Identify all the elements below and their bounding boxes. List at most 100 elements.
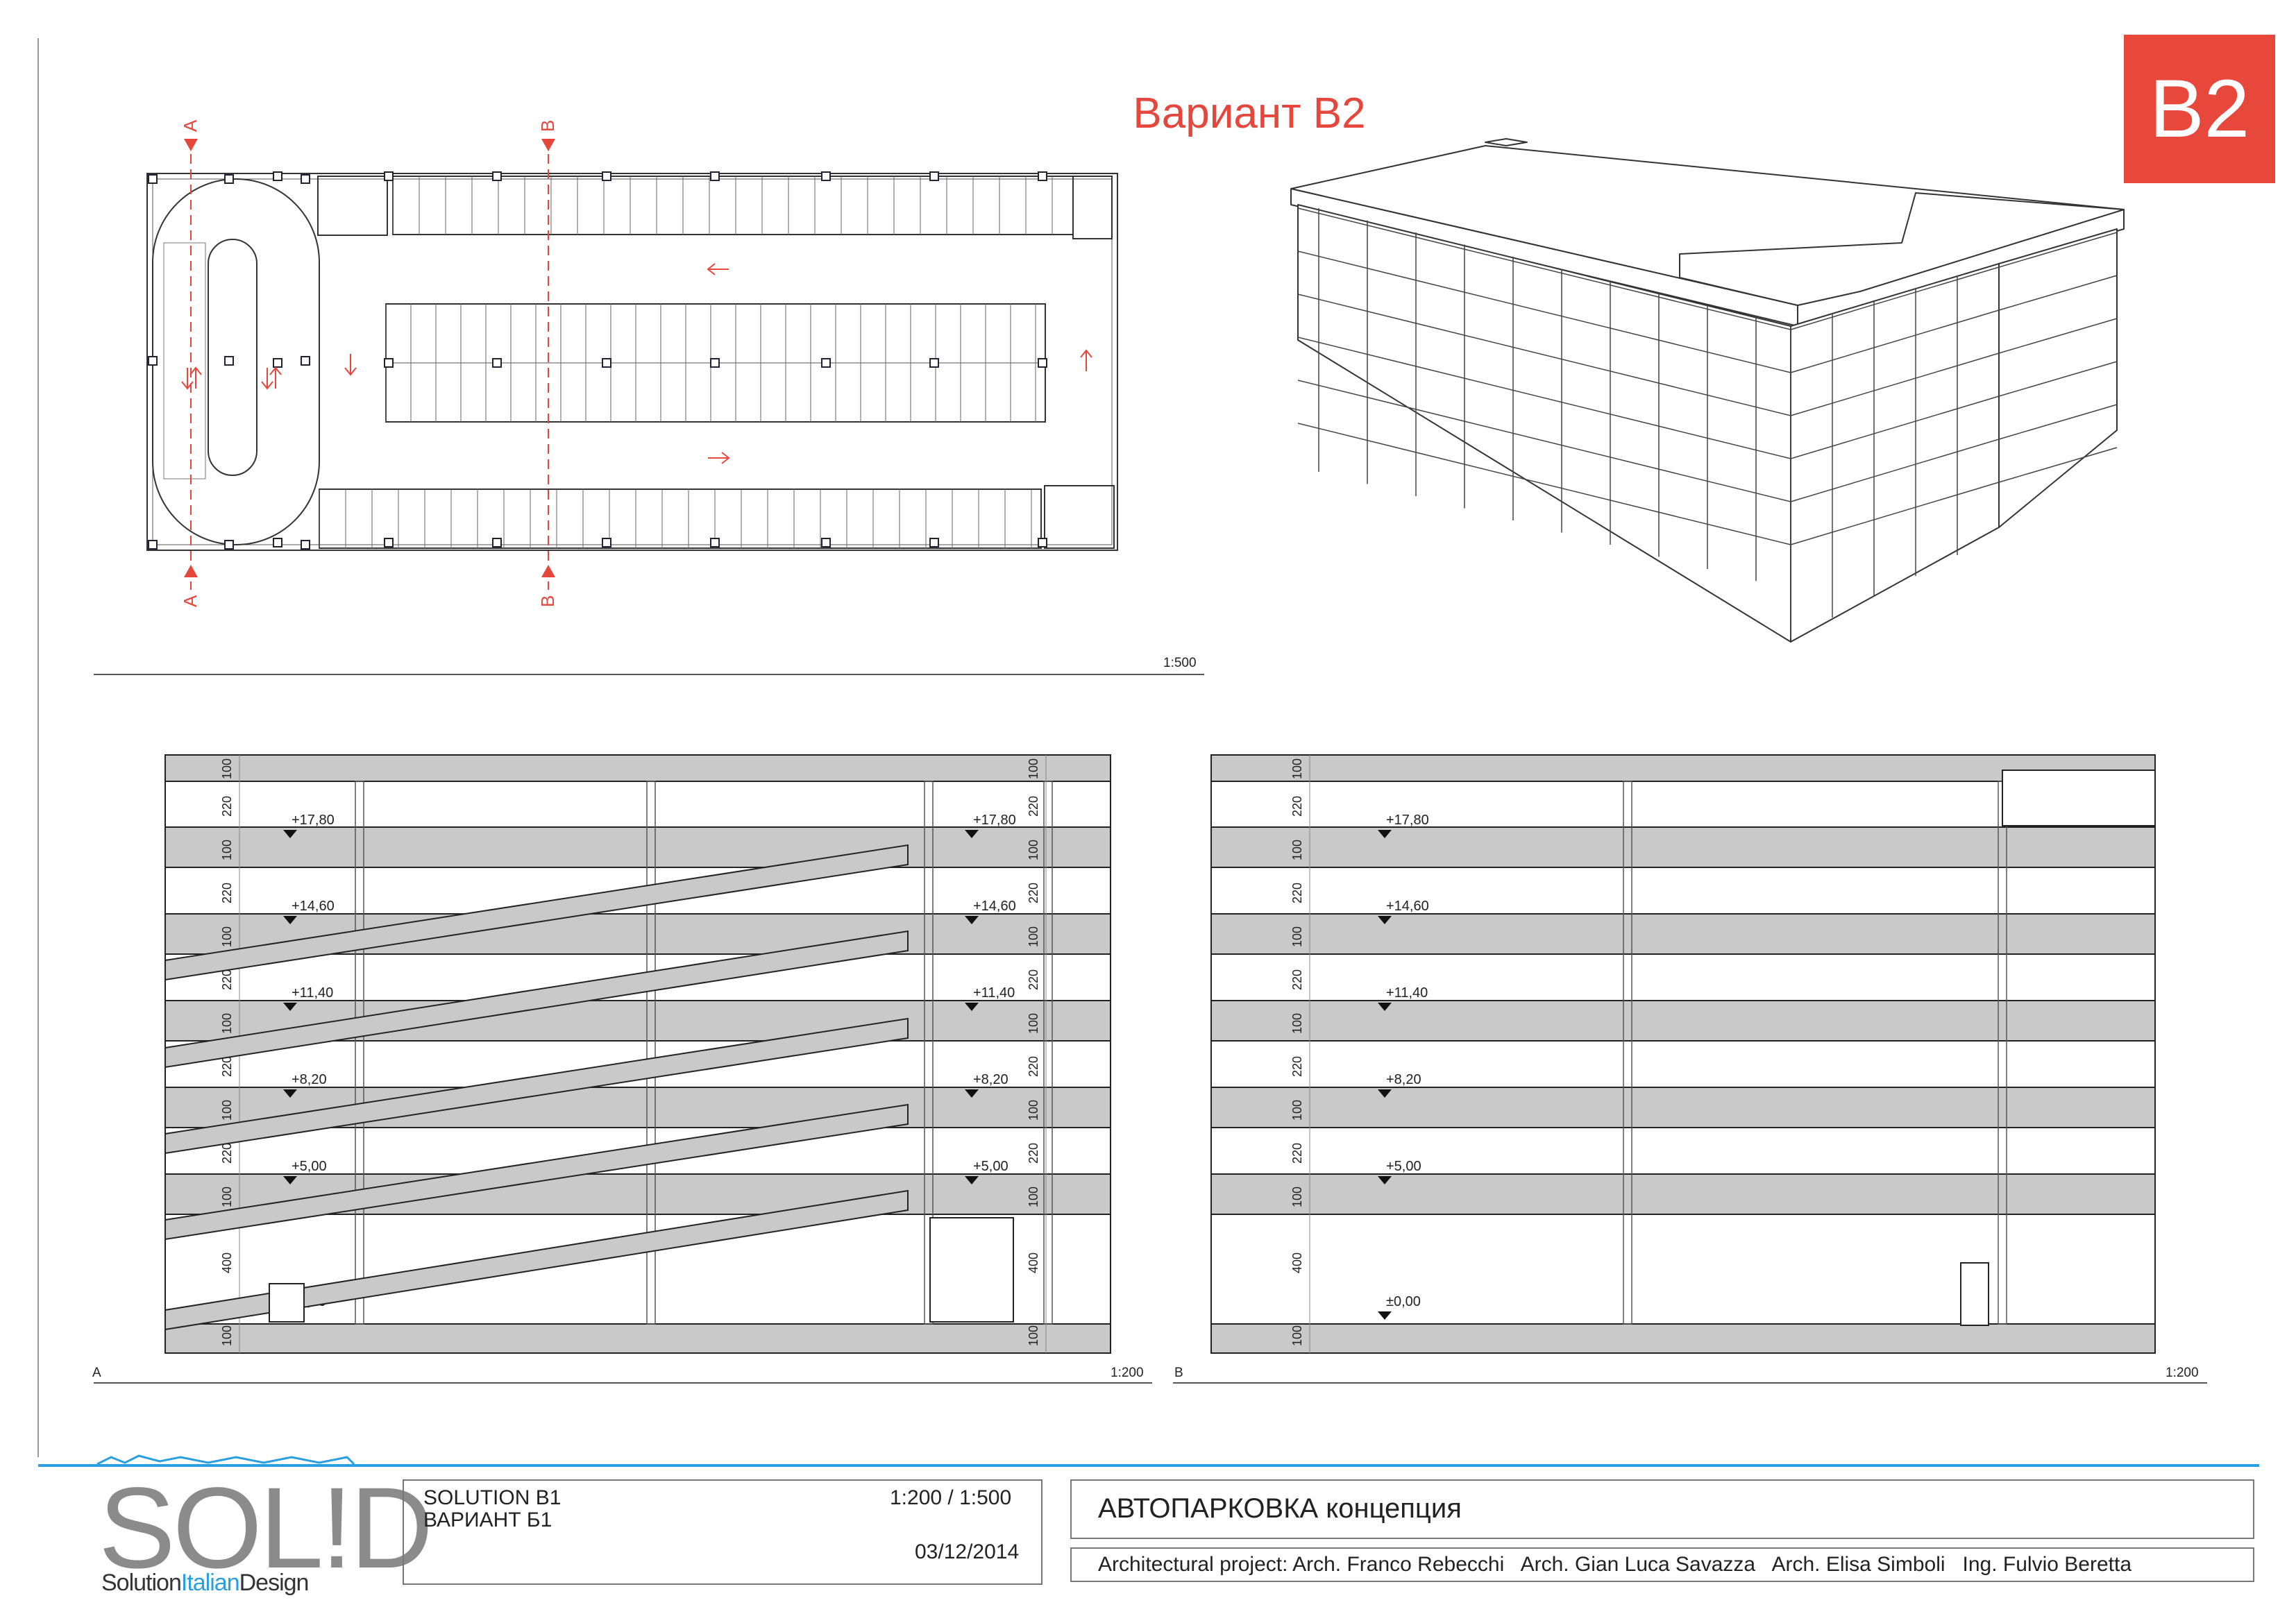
- dimension-label: 220: [1290, 1143, 1304, 1164]
- slab: [1210, 913, 2156, 955]
- level-marker: [1378, 916, 1392, 924]
- level-marker: [965, 1176, 979, 1184]
- slab: [1210, 1173, 2156, 1215]
- level-label: +8,20: [1386, 1072, 1421, 1087]
- project-name: АВТОПАРКОВКА концепция: [1098, 1493, 1462, 1524]
- slab: [164, 826, 1111, 868]
- dimension-label: 100: [1027, 758, 1040, 779]
- dimension-label: 220: [220, 1056, 234, 1077]
- slab: [1210, 1000, 2156, 1042]
- ramp-group: [164, 844, 909, 1331]
- level-label: +8,20: [292, 1072, 327, 1087]
- dimension-label: 100: [1027, 926, 1040, 947]
- level-marker: [283, 1003, 297, 1011]
- slab: [1210, 1323, 2156, 1354]
- stair-core-top: [317, 176, 388, 236]
- dimension-label: 100: [1290, 840, 1304, 860]
- credits-box: [1070, 1547, 2254, 1582]
- title-scale: 1:200 / 1:500: [890, 1486, 1012, 1509]
- section-b-scale: 1:200: [2166, 1366, 2199, 1380]
- solution-box: [403, 1479, 1043, 1585]
- level-label: +5,00: [973, 1159, 1008, 1174]
- dimension-label: 400: [1027, 1252, 1040, 1273]
- ramp: [164, 1017, 909, 1155]
- solution-line2: ВАРИАНТ Б1: [423, 1509, 552, 1531]
- helix-core: [208, 239, 258, 476]
- slab: [1210, 826, 2156, 868]
- helix-ramp: [152, 178, 320, 545]
- dimension-label: 100: [220, 840, 234, 860]
- dimension-label: 220: [1027, 1056, 1040, 1077]
- title-date: 03/12/2014: [915, 1540, 1020, 1563]
- dimension-label: 220: [1290, 969, 1304, 990]
- credits: Architectural project: Arch. Franco Rebe…: [1098, 1553, 2132, 1576]
- dimension-label: 100: [1290, 926, 1304, 947]
- dimension-label: 100: [220, 1325, 234, 1346]
- dimension-label: 100: [220, 926, 234, 947]
- dimension-label: 100: [1290, 1100, 1304, 1121]
- stair-core-bottom: [1044, 485, 1115, 549]
- level-label: +11,40: [292, 985, 333, 1001]
- axonometric-view: [1290, 138, 2125, 643]
- level-label: +8,20: [973, 1072, 1008, 1087]
- level-label: +11,40: [973, 985, 1015, 1001]
- level-marker: [1378, 1311, 1392, 1320]
- dimension-label: 100: [220, 1100, 234, 1121]
- dimension-label: 100: [1027, 1187, 1040, 1207]
- solid-logo: SOL!D: [99, 1464, 433, 1592]
- ramp: [164, 844, 909, 981]
- level-label: +5,00: [1386, 1159, 1421, 1174]
- slab: [1210, 1087, 2156, 1128]
- traffic-arrows: [181, 263, 1092, 464]
- dimension-label: 220: [220, 796, 234, 817]
- level-label: +17,80: [1386, 813, 1429, 828]
- solution-line1: SOLUTION B1: [423, 1486, 562, 1509]
- dimension-label: 400: [1290, 1252, 1304, 1273]
- dimension-label: 100: [1027, 1325, 1040, 1346]
- level-marker: [283, 916, 297, 924]
- logo-skyline: [96, 1454, 355, 1465]
- slab: [164, 1323, 1111, 1354]
- plan-scale: 1:500: [1163, 656, 1197, 670]
- section-b-label: B: [1174, 1366, 1183, 1380]
- level-marker: [283, 830, 297, 838]
- level-marker: [965, 1003, 979, 1011]
- slab: [1210, 754, 2156, 782]
- dimension-label: 220: [1027, 969, 1040, 990]
- level-label: +14,60: [292, 899, 335, 914]
- variant-title: Вариант В2: [1133, 90, 1366, 137]
- level-marker: [283, 1089, 297, 1098]
- level-marker: [1378, 1089, 1392, 1098]
- dimension-label: 220: [1027, 883, 1040, 903]
- dimension-label: 100: [1027, 840, 1040, 860]
- dimension-label: 100: [1290, 758, 1304, 779]
- level-marker: [1378, 1176, 1392, 1184]
- section-a-label: A: [92, 1366, 101, 1380]
- logo-subtitle: SolutionItalianDesign: [101, 1570, 309, 1596]
- section-marker-top: B: [537, 120, 558, 132]
- dimension-label: 100: [1290, 1187, 1304, 1207]
- level-marker: [965, 1089, 979, 1098]
- dimension-label: 220: [1290, 1056, 1304, 1077]
- dimension-label: 100: [1027, 1100, 1040, 1121]
- dimension-label: 100: [220, 1013, 234, 1034]
- level-label: +11,40: [1386, 985, 1428, 1001]
- dimension-label: 220: [1027, 1143, 1040, 1164]
- section-b: +17,80+14,60+11,40+8,20+5,00±0,001002201…: [1210, 754, 2156, 1354]
- dimension-label: 100: [1290, 1325, 1304, 1346]
- project-name-box: [1070, 1479, 2254, 1539]
- plan-outline: [146, 173, 1118, 551]
- door: [929, 1217, 1014, 1323]
- level-marker: [1378, 830, 1392, 838]
- dimension-label: 220: [220, 883, 234, 903]
- ramp: [164, 1189, 909, 1331]
- level-label: +14,60: [973, 899, 1016, 914]
- level-marker: [965, 830, 979, 838]
- section-marker-bottom: A: [180, 595, 201, 607]
- dimension-label: 220: [1290, 796, 1304, 817]
- section-marker-top: A: [180, 119, 201, 132]
- parking-row-top: [392, 176, 1074, 235]
- door: [269, 1283, 305, 1323]
